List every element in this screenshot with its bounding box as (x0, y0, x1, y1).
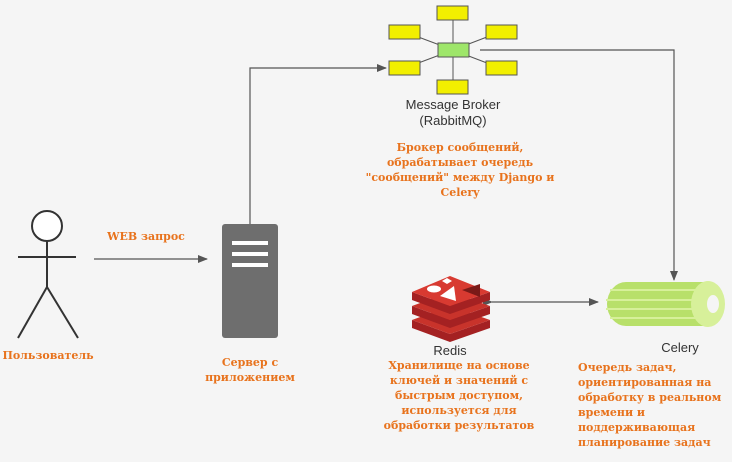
celery-title: Celery (661, 340, 699, 355)
server-label: Сервер с приложением (205, 356, 295, 384)
broker-title: Message Broker (405, 97, 501, 112)
broker-description: Брокер сообщений, обрабатывает очередь "… (365, 141, 555, 199)
web-request-label: WEB запрос (107, 230, 185, 243)
redis-description: Хранилище на основе ключей и значений с … (383, 359, 535, 432)
server-icon (222, 224, 278, 338)
arrow-server-to-broker (249, 64, 387, 224)
user-label: Пользователь (2, 349, 94, 362)
celery-icon (606, 281, 725, 327)
redis-title: Redis (433, 343, 467, 358)
message-broker-icon (388, 5, 518, 95)
celery-description: Очередь задач, ориентированная на обрабо… (578, 361, 722, 449)
broker-subtitle: (RabbitMQ) (419, 113, 487, 128)
redis-icon (412, 276, 490, 342)
arrow-broker-to-celery (480, 49, 678, 281)
stick-figure-icon (17, 210, 79, 339)
